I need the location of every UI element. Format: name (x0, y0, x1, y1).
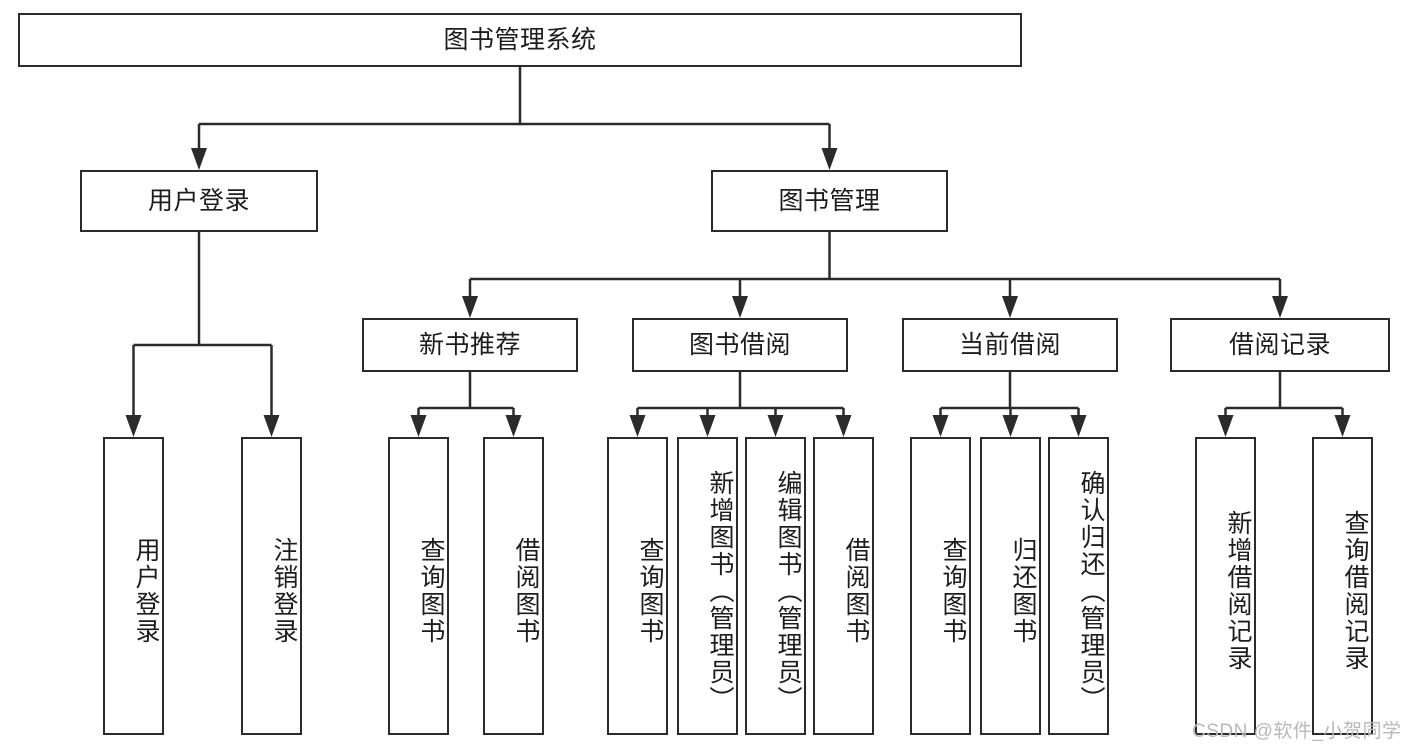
node-label: 编辑图书（管理员） (774, 469, 802, 713)
node-label: 新增借阅记录 (1224, 510, 1252, 672)
node-label: 当前借阅 (958, 331, 1061, 359)
node-label: 用户登录 (147, 187, 250, 215)
node-label: 归还图书 (1009, 537, 1037, 645)
node-newbook[interactable]: 新书推荐 (362, 318, 578, 372)
node-l2[interactable]: 注销登录 (241, 437, 302, 735)
node-records[interactable]: 借阅记录 (1170, 318, 1390, 372)
node-label: 查询图书 (636, 537, 664, 645)
node-label: 用户登录 (132, 537, 160, 645)
node-label: 查询借阅记录 (1341, 510, 1369, 672)
node-label: 借阅图书 (512, 537, 540, 645)
node-borrow[interactable]: 图书借阅 (632, 318, 848, 372)
watermark-label: CSDN @软件_小贺同学 (1192, 721, 1402, 742)
node-label: 查询图书 (417, 537, 445, 645)
node-l13[interactable]: 查询借阅记录 (1312, 437, 1373, 735)
node-l1[interactable]: 用户登录 (103, 437, 164, 735)
node-l6[interactable]: 新增图书（管理员） (677, 437, 738, 735)
node-label: 注销登录 (270, 537, 298, 645)
node-login[interactable]: 用户登录 (80, 170, 318, 232)
node-label: 图书管理系统 (443, 26, 597, 54)
node-l4[interactable]: 借阅图书 (483, 437, 544, 735)
node-label: 图书管理 (778, 187, 881, 215)
node-current[interactable]: 当前借阅 (902, 318, 1118, 372)
node-root[interactable]: 图书管理系统 (18, 13, 1022, 67)
node-bookmgmt[interactable]: 图书管理 (711, 170, 948, 232)
node-label: 新书推荐 (418, 331, 521, 359)
node-l7[interactable]: 编辑图书（管理员） (745, 437, 806, 735)
node-l12[interactable]: 新增借阅记录 (1195, 437, 1256, 735)
node-label: 查询图书 (939, 537, 967, 645)
node-label: 借阅记录 (1228, 331, 1331, 359)
node-label: 新增图书（管理员） (706, 469, 734, 713)
node-label: 图书借阅 (688, 331, 791, 359)
node-l8[interactable]: 借阅图书 (813, 437, 874, 735)
node-l9[interactable]: 查询图书 (910, 437, 971, 735)
node-label: 确认归还（管理员） (1077, 469, 1105, 713)
node-l5[interactable]: 查询图书 (607, 437, 668, 735)
node-l11[interactable]: 确认归还（管理员） (1048, 437, 1109, 735)
node-l3[interactable]: 查询图书 (388, 437, 449, 735)
node-label: 借阅图书 (842, 537, 870, 645)
node-l10[interactable]: 归还图书 (980, 437, 1041, 735)
